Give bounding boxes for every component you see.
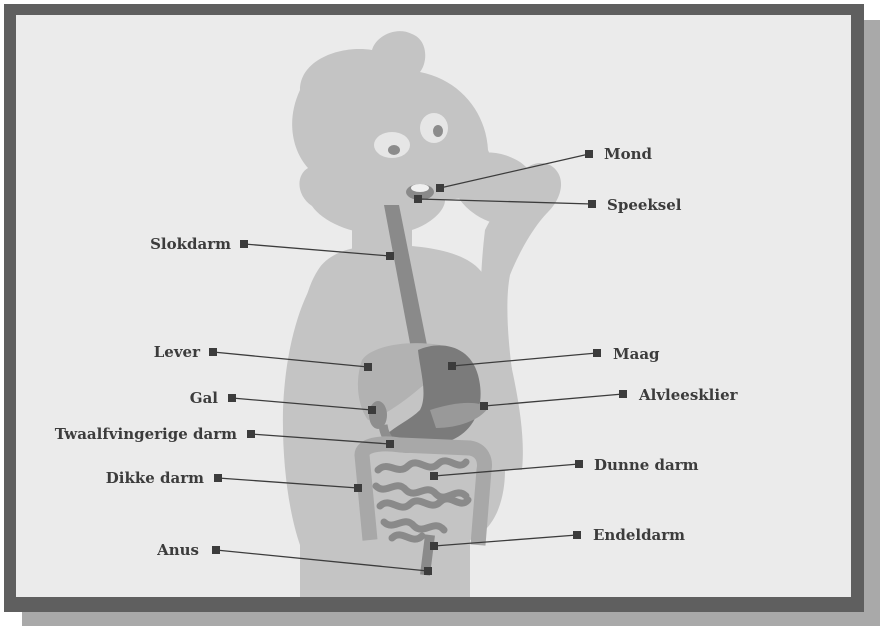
child-silhouette <box>283 31 561 597</box>
label-lever: Lever <box>154 343 201 361</box>
label-twaalfvingerige-darm: Twaalfvingerige darm <box>55 425 237 443</box>
label-slokdarm: Slokdarm <box>150 235 231 253</box>
label-dunne-darm: Dunne darm <box>594 456 699 474</box>
label-speeksel: Speeksel <box>607 196 682 214</box>
label-endeldarm: Endeldarm <box>593 526 685 544</box>
label-gal: Gal <box>190 389 219 407</box>
label-anus: Anus <box>156 541 199 559</box>
label-mond: Mond <box>604 145 653 163</box>
gallbladder-shape <box>369 401 387 429</box>
label-maag: Maag <box>613 345 660 363</box>
label-dikke-darm: Dikke darm <box>106 469 204 487</box>
label-alvleesklier: Alvleesklier <box>638 386 739 404</box>
